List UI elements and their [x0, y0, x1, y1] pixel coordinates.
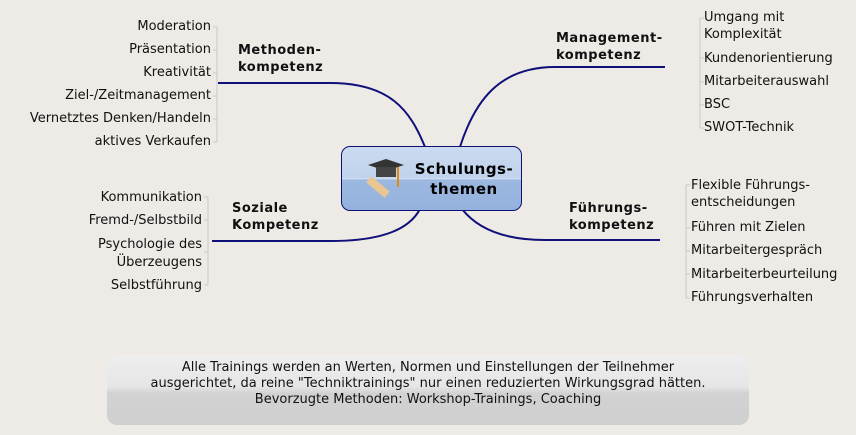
central-topic[interactable]: Schulungs-themen [341, 146, 522, 211]
list-item[interactable]: Mitarbeiterbeurteilung [691, 267, 838, 282]
branch-label: kompetenz [556, 48, 642, 63]
list-item[interactable]: Fremd-/Selbstbild [88, 213, 202, 228]
list-item[interactable]: Mitarbeitergespräch [691, 243, 823, 258]
branch-label: Kompetenz [232, 218, 319, 233]
list-item[interactable]: Moderation [137, 19, 211, 34]
branch-managementkompetenz[interactable]: Management-kompetenz [556, 30, 663, 64]
list-item[interactable]: Überzeugens [116, 255, 202, 270]
note-line: ausgerichtet, da reine "Techniktrainings… [150, 376, 706, 391]
fuehrung-connector [461, 208, 660, 241]
list-item[interactable]: Kundenorientierung [704, 51, 833, 66]
list-item[interactable]: SWOT-Technik [704, 120, 795, 135]
central-topic-line2: themen [430, 180, 498, 198]
central-topic-line1: Schulungs- [414, 160, 514, 178]
branch-label: Führungs- [569, 201, 648, 216]
graduation-cap-icon [366, 159, 404, 198]
list-item[interactable]: Vernetztes Denken/Handeln [29, 111, 211, 126]
soziale-connector [212, 208, 421, 242]
branch-label: Soziale [232, 201, 288, 216]
list-item[interactable]: Komplexität [704, 27, 782, 42]
list-item[interactable]: entscheidungen [691, 195, 796, 210]
note-line: Bevorzugte Methoden: Workshop-Trainings,… [254, 392, 602, 407]
list-item[interactable]: Kommunikation [100, 190, 202, 205]
list-item[interactable]: Mitarbeiterauswahl [704, 74, 829, 89]
list-item[interactable]: aktives Verkaufen [94, 134, 211, 149]
management-connector [459, 66, 665, 148]
list-item[interactable]: BSC [704, 97, 731, 112]
branch-fuehrungskompetenz[interactable]: Führungs-kompetenz [569, 200, 654, 234]
branch-methodenkompetenz[interactable]: Methoden-kompetenz [238, 42, 323, 76]
branch-label: kompetenz [238, 60, 324, 75]
list-item[interactable]: Selbstführung [110, 278, 202, 293]
list-item[interactable]: Präsentation [129, 42, 211, 57]
branch-label: Management- [556, 31, 663, 46]
list-item[interactable]: Führen mit Zielen [691, 220, 806, 235]
methoden-connector [218, 82, 426, 148]
list-item[interactable]: Psychologie des [98, 237, 202, 252]
list-item[interactable]: Kreativität [143, 65, 211, 80]
note-line: Alle Trainings werden an Werten, Normen … [181, 360, 675, 375]
list-item[interactable]: Flexible Führungs- [691, 178, 810, 193]
list-item[interactable]: Führungsverhalten [691, 290, 814, 305]
branch-label: Methoden- [238, 43, 322, 58]
note-box[interactable]: Alle Trainings werden an Werten, Normen … [107, 355, 749, 425]
list-item[interactable]: Ziel-/Zeitmanagement [65, 88, 211, 103]
branch-label: kompetenz [569, 218, 655, 233]
list-item[interactable]: Umgang mit [704, 10, 785, 25]
